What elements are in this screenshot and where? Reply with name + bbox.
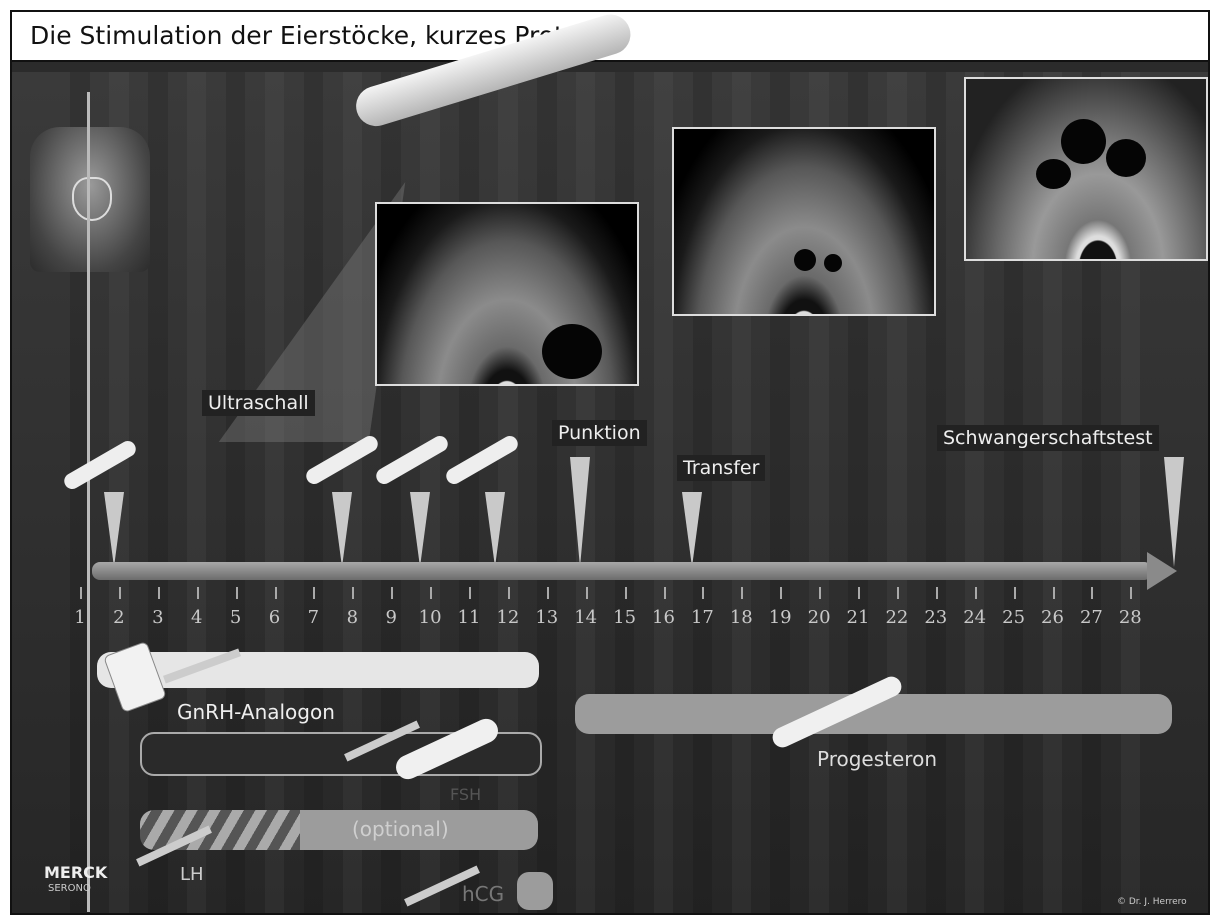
day-tick bbox=[1091, 587, 1093, 599]
gnrh-bar bbox=[97, 652, 539, 688]
day-label: 19 bbox=[765, 607, 795, 628]
day-label: 25 bbox=[999, 607, 1029, 628]
timeline-arrowhead bbox=[1147, 552, 1177, 590]
day-tick bbox=[586, 587, 588, 599]
logo-line2: SERONO bbox=[48, 883, 91, 894]
timeline-arrow bbox=[92, 562, 1152, 580]
merck-serono-logo: MERCK SERONO bbox=[32, 855, 122, 905]
ultrasound-image-3 bbox=[964, 77, 1208, 261]
day-tick bbox=[547, 587, 549, 599]
day-column bbox=[187, 72, 206, 915]
day-label: 16 bbox=[649, 607, 679, 628]
day-label: 21 bbox=[843, 607, 873, 628]
day-label: 11 bbox=[454, 607, 484, 628]
gnrh-label: GnRH-Analogon bbox=[177, 700, 335, 724]
day-label: 7 bbox=[298, 607, 328, 628]
day-label: 20 bbox=[804, 607, 834, 628]
day-tick bbox=[119, 587, 121, 599]
day-tick bbox=[741, 587, 743, 599]
day-label: 17 bbox=[687, 607, 717, 628]
day-label: 27 bbox=[1076, 607, 1106, 628]
day-tick bbox=[313, 587, 315, 599]
day-tick bbox=[430, 587, 432, 599]
ultrasound-image-2 bbox=[672, 127, 936, 316]
lh-label: LH bbox=[180, 864, 204, 885]
logo-line1: MERCK bbox=[44, 863, 107, 882]
day-label: 13 bbox=[532, 607, 562, 628]
day-tick bbox=[158, 587, 160, 599]
day-label: 18 bbox=[726, 607, 756, 628]
day-label: 22 bbox=[882, 607, 912, 628]
day-tick bbox=[80, 587, 82, 599]
day-tick bbox=[508, 587, 510, 599]
diagram-stage: Ultraschall Punktion Transfer Schwangers… bbox=[12, 72, 1208, 915]
fsh-label: FSH bbox=[450, 785, 481, 804]
day-label: 14 bbox=[571, 607, 601, 628]
marker-puncture bbox=[570, 457, 590, 567]
day-tick bbox=[197, 587, 199, 599]
pregnancy-test-label: Schwangerschaftstest bbox=[937, 425, 1159, 451]
diagram-frame: Die Stimulation der Eierstöcke, kurzes P… bbox=[10, 10, 1210, 915]
marker-day-11 bbox=[485, 492, 505, 567]
optional-label: (optional) bbox=[352, 817, 449, 841]
day-tick bbox=[391, 587, 393, 599]
day-label: 1 bbox=[65, 607, 95, 628]
day-column bbox=[226, 72, 245, 915]
day-label: 2 bbox=[104, 607, 134, 628]
day-tick bbox=[352, 587, 354, 599]
day-label: 6 bbox=[260, 607, 290, 628]
uterus-figure bbox=[30, 127, 150, 272]
day-label: 8 bbox=[337, 607, 367, 628]
marker-day-7 bbox=[332, 492, 352, 567]
day-label: 24 bbox=[960, 607, 990, 628]
transfer-label: Transfer bbox=[677, 455, 765, 481]
credit-text: © Dr. J. Herrero bbox=[1117, 897, 1187, 907]
day-tick bbox=[897, 587, 899, 599]
day-label: 5 bbox=[221, 607, 251, 628]
day-label: 3 bbox=[143, 607, 173, 628]
day-tick bbox=[236, 587, 238, 599]
day-label: 28 bbox=[1115, 607, 1145, 628]
vertical-guide-line bbox=[87, 92, 90, 912]
marker-day-2 bbox=[104, 492, 124, 567]
day-tick bbox=[858, 587, 860, 599]
day-tick bbox=[702, 587, 704, 599]
puncture-label: Punktion bbox=[552, 420, 647, 446]
day-column bbox=[148, 72, 167, 915]
day-tick bbox=[936, 587, 938, 599]
day-label: 4 bbox=[182, 607, 212, 628]
day-label: 12 bbox=[493, 607, 523, 628]
day-tick bbox=[275, 587, 277, 599]
marker-pregnancy-test bbox=[1164, 457, 1184, 567]
day-label: 9 bbox=[376, 607, 406, 628]
day-tick bbox=[1053, 587, 1055, 599]
day-tick bbox=[1014, 587, 1016, 599]
progesterone-label: Progesteron bbox=[817, 747, 937, 771]
day-label: 26 bbox=[1038, 607, 1068, 628]
ultrasound-image-1 bbox=[375, 202, 639, 386]
marker-transfer bbox=[682, 492, 702, 567]
day-tick bbox=[469, 587, 471, 599]
day-tick bbox=[819, 587, 821, 599]
day-label: 23 bbox=[921, 607, 951, 628]
day-column bbox=[615, 72, 634, 915]
day-label: 10 bbox=[415, 607, 445, 628]
hcg-dose bbox=[517, 872, 553, 910]
ultrasound-label: Ultraschall bbox=[202, 390, 315, 416]
uterus-icon bbox=[72, 177, 112, 221]
day-label: 15 bbox=[610, 607, 640, 628]
marker-day-9 bbox=[410, 492, 430, 567]
day-column bbox=[654, 72, 673, 915]
day-tick bbox=[780, 587, 782, 599]
day-tick bbox=[975, 587, 977, 599]
day-tick bbox=[664, 587, 666, 599]
day-tick bbox=[625, 587, 627, 599]
day-tick bbox=[1130, 587, 1132, 599]
hcg-label: hCG bbox=[462, 882, 504, 906]
day-column bbox=[537, 72, 556, 915]
